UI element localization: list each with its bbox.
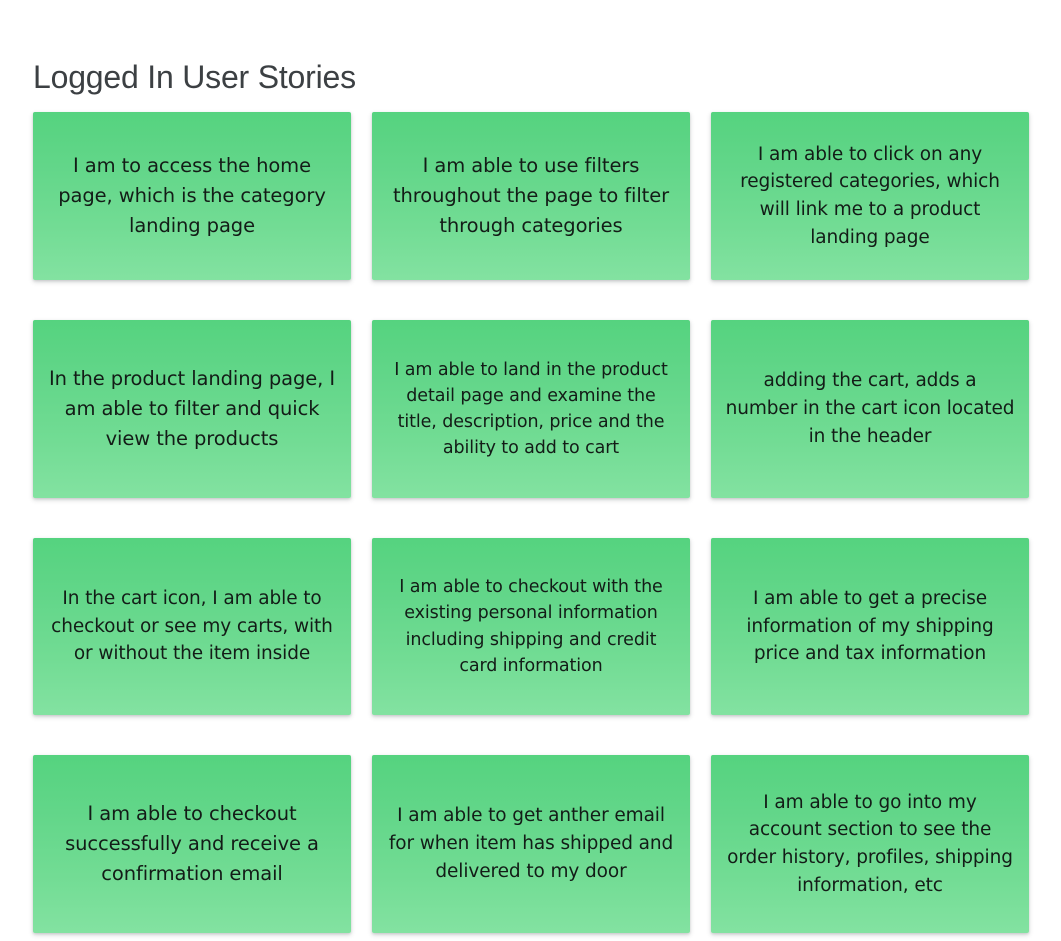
page-title: Logged In User Stories [33, 59, 356, 96]
story-card-text: I am able to checkout with the existing … [399, 577, 663, 676]
story-card-text: I am able to land in the product detail … [394, 359, 668, 459]
story-card-text: adding the cart, adds a number in the ca… [725, 370, 1015, 447]
story-card-6[interactable]: adding the cart, adds a number in the ca… [711, 320, 1029, 498]
story-card-10[interactable]: I am able to checkout successfully and r… [33, 755, 351, 933]
story-card-8[interactable]: I am able to checkout with the existing … [372, 538, 690, 715]
story-card-2[interactable]: I am able to use filters throughout the … [372, 112, 690, 280]
story-card-text: In the product landing page, I am able t… [48, 366, 335, 451]
story-card-9[interactable]: I am able to get a precise information o… [711, 538, 1029, 715]
story-card-7[interactable]: In the cart icon, I am able to checkout … [33, 538, 351, 715]
story-card-text: I am to access the home page, which is t… [58, 153, 326, 238]
story-card-text: I am able to get a precise information o… [746, 587, 994, 665]
board-row-3: In the cart icon, I am able to checkout … [33, 538, 1029, 715]
story-card-5[interactable]: I am able to land in the product detail … [372, 320, 690, 498]
story-card-text: In the cart icon, I am able to checkout … [51, 587, 333, 665]
story-card-11[interactable]: I am able to get anther email for when i… [372, 755, 690, 933]
board-row-2: In the product landing page, I am able t… [33, 320, 1029, 498]
board-row-4: I am able to checkout successfully and r… [33, 755, 1029, 933]
story-card-3[interactable]: I am able to click on any registered cat… [711, 112, 1029, 280]
story-card-1[interactable]: I am to access the home page, which is t… [33, 112, 351, 280]
story-card-text: I am able to click on any registered cat… [740, 143, 1000, 248]
board-row-1: I am to access the home page, which is t… [33, 112, 1029, 280]
story-card-4[interactable]: In the product landing page, I am able t… [33, 320, 351, 498]
story-card-text: I am able to use filters throughout the … [392, 153, 670, 238]
story-card-text: I am able to go into my account section … [727, 791, 1013, 896]
story-card-board: I am to access the home page, which is t… [33, 112, 1029, 933]
story-card-text: I am able to checkout successfully and r… [65, 801, 319, 886]
story-card-text: I am able to get anther email for when i… [388, 805, 674, 882]
story-card-12[interactable]: I am able to go into my account section … [711, 755, 1029, 933]
